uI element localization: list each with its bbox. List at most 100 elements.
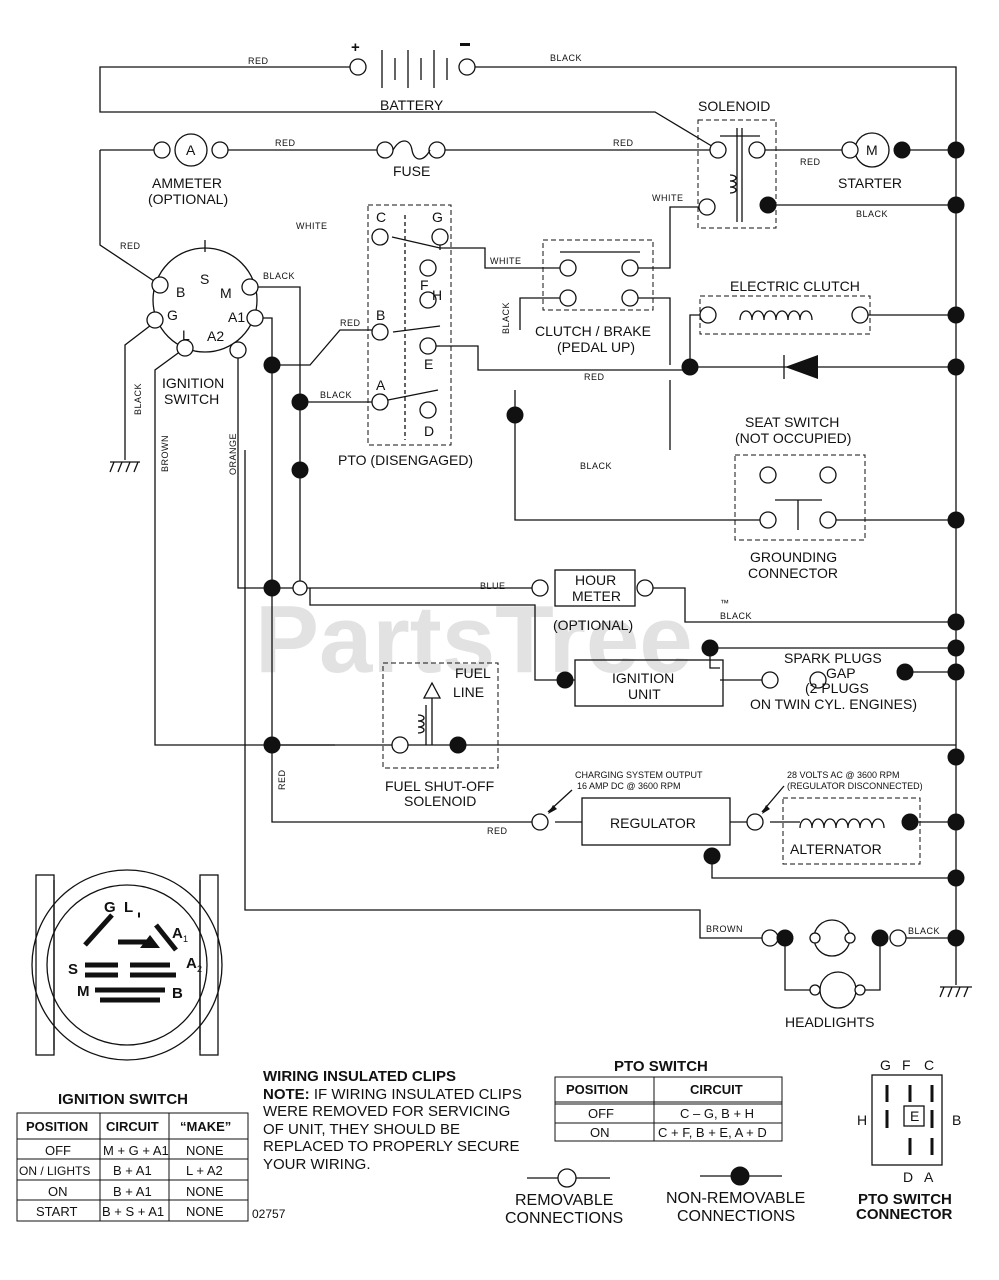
table-cell: OFF (45, 1143, 71, 1158)
grounding-label2: CONNECTOR (748, 565, 838, 581)
ignition-unit-label: IGNITION (612, 670, 674, 686)
pto-table-title: PTO SWITCH (614, 1058, 708, 1075)
svg-text:BLACK: BLACK (550, 53, 582, 63)
ignition-switch: B S M G L A1 A2 IGNITION SWITCH (146, 240, 264, 407)
ground-icon (109, 461, 140, 473)
pto-connector-title2: CONNECTOR (856, 1206, 953, 1223)
key-m: M (77, 983, 90, 1000)
key-l: L (124, 899, 133, 916)
svg-text:RED: RED (120, 241, 141, 251)
table-cell: C – G, B + H (680, 1106, 754, 1121)
ign-header-make: “MAKE” (180, 1119, 231, 1134)
pto-terminal-a: A (376, 377, 386, 393)
clutch-brake-label: CLUTCH / BRAKE (535, 323, 651, 339)
alternator: ALTERNATOR 28 VOLTS AC @ 3600 RPM (REGUL… (761, 770, 923, 865)
solenoid: SOLENOID (697, 98, 777, 229)
legend-removable: REMOVABLE (515, 1192, 613, 1209)
pto-conn-g: G (880, 1057, 891, 1073)
regulator-label: REGULATOR (610, 815, 696, 831)
ign-terminal-a2: A2 (207, 328, 224, 344)
svg-text:BLACK: BLACK (856, 209, 888, 219)
svg-text:BLACK: BLACK (720, 611, 752, 621)
battery: + BATTERY (349, 39, 476, 113)
pto-conn-c: C (924, 1057, 934, 1073)
hour-meter: HOUR METER (OPTIONAL) (531, 569, 654, 633)
ign-terminal-g: G (167, 307, 178, 323)
table-cell: M + G + A1 (103, 1143, 169, 1158)
notes-label: NOTE: (263, 1085, 310, 1103)
table-cell: ON / LIGHTS (19, 1164, 90, 1178)
svg-text:BLUE: BLUE (480, 581, 506, 591)
seat-switch-label2: (NOT OCCUPIED) (735, 430, 851, 446)
regulator: REGULATOR CHARGING SYSTEM OUTPUT 16 AMP … (531, 770, 764, 865)
svg-text:BLACK: BLACK (908, 926, 940, 936)
diode-icon (785, 355, 818, 379)
electric-clutch-label: ELECTRIC CLUTCH (730, 278, 860, 294)
grounding-label: GROUNDING (750, 549, 837, 565)
table-cell: OFF (588, 1106, 614, 1121)
key-a1: A (172, 925, 183, 942)
pto-label: PTO (DISENGAGED) (338, 452, 473, 468)
svg-text:BROWN: BROWN (706, 924, 743, 934)
charging-output-label: CHARGING SYSTEM OUTPUT (575, 770, 703, 780)
pto-conn-f: F (902, 1057, 911, 1073)
ign-terminal-l: L (182, 327, 190, 343)
svg-text:RED: RED (487, 826, 508, 836)
legend-nonremovable2: CONNECTIONS (677, 1208, 795, 1225)
pto-switch-table: PTO SWITCH POSITION CIRCUIT OFF C – G, B… (554, 1058, 783, 1142)
fuse: FUSE (376, 140, 446, 179)
key-s: S (68, 961, 78, 978)
pto-connector: G F C H B E D A PTO SWITCH CONNECTOR (856, 1057, 961, 1223)
ign-terminal-m: M (220, 285, 232, 301)
solenoid-label: SOLENOID (698, 98, 770, 114)
watermark-tm: ™ (720, 598, 729, 608)
table-cell: L + A2 (186, 1163, 223, 1178)
pto-terminal-c: C (376, 209, 386, 225)
pto-switch: C G F H B E A D PTO (DISENGAGED) (338, 204, 473, 468)
svg-text:BLACK: BLACK (320, 390, 352, 400)
svg-text:RED: RED (340, 318, 361, 328)
svg-text:WHITE: WHITE (490, 256, 522, 266)
fuel-solenoid: FUEL LINE FUEL SHUT-OFF SOLENOID (382, 662, 499, 809)
fuel-line-label2: LINE (453, 684, 484, 700)
fuel-line-label: FUEL (455, 665, 491, 681)
spark-plugs-twin: ON TWIN CYL. ENGINES) (750, 696, 917, 712)
ignition-key-face: G L A 1 A 2 S M B (31, 869, 223, 1061)
svg-text:BLACK: BLACK (580, 461, 612, 471)
ignition-switch-label2: SWITCH (164, 391, 219, 407)
ignition-table-title: IGNITION SWITCH (58, 1091, 188, 1108)
legend-removable2: CONNECTIONS (505, 1210, 623, 1227)
svg-text:BROWN: BROWN (160, 435, 170, 472)
spark-plugs-label: SPARK PLUGS (784, 650, 882, 666)
table-cell: C + F, B + E, A + D (658, 1125, 767, 1140)
notes-body: NOTE: IF WIRING INSULATED CLIPS WERE REM… (263, 1086, 523, 1174)
notes-title: WIRING INSULATED CLIPS (263, 1068, 457, 1085)
svg-text:RED: RED (277, 769, 287, 790)
pto-terminal-e: E (424, 356, 433, 372)
hour-meter-label2: METER (572, 588, 621, 604)
hour-meter-label: HOUR (575, 572, 616, 588)
volts-ac-label: 28 VOLTS AC @ 3600 RPM (787, 770, 900, 780)
part-number: 02757 (252, 1207, 286, 1221)
svg-text:WHITE: WHITE (296, 221, 328, 231)
key-a2: A (186, 955, 197, 972)
battery-plus-icon: + (351, 39, 360, 56)
pto-conn-a: A (924, 1169, 934, 1185)
ammeter-optional: (OPTIONAL) (148, 191, 228, 207)
hour-meter-optional: (OPTIONAL) (553, 617, 633, 633)
table-cell: B + S + A1 (102, 1204, 164, 1219)
ammeter-label: AMMETER (152, 175, 222, 191)
table-cell: B + A1 (113, 1184, 152, 1199)
legend: REMOVABLE CONNECTIONS NON-REMOVABLE CONN… (505, 1166, 805, 1227)
table-cell: NONE (186, 1204, 224, 1219)
table-cell: START (36, 1204, 77, 1219)
fuel-solenoid-label: FUEL SHUT-OFF (385, 778, 494, 794)
pto-conn-b: B (952, 1112, 961, 1128)
headlights-label: HEADLIGHTS (785, 1014, 874, 1030)
clutch-brake-label2: (PEDAL UP) (557, 339, 635, 355)
svg-text:RED: RED (800, 157, 821, 167)
table-cell: NONE (186, 1143, 224, 1158)
ign-terminal-s: S (200, 271, 209, 287)
pto-conn-e: E (910, 1108, 919, 1124)
